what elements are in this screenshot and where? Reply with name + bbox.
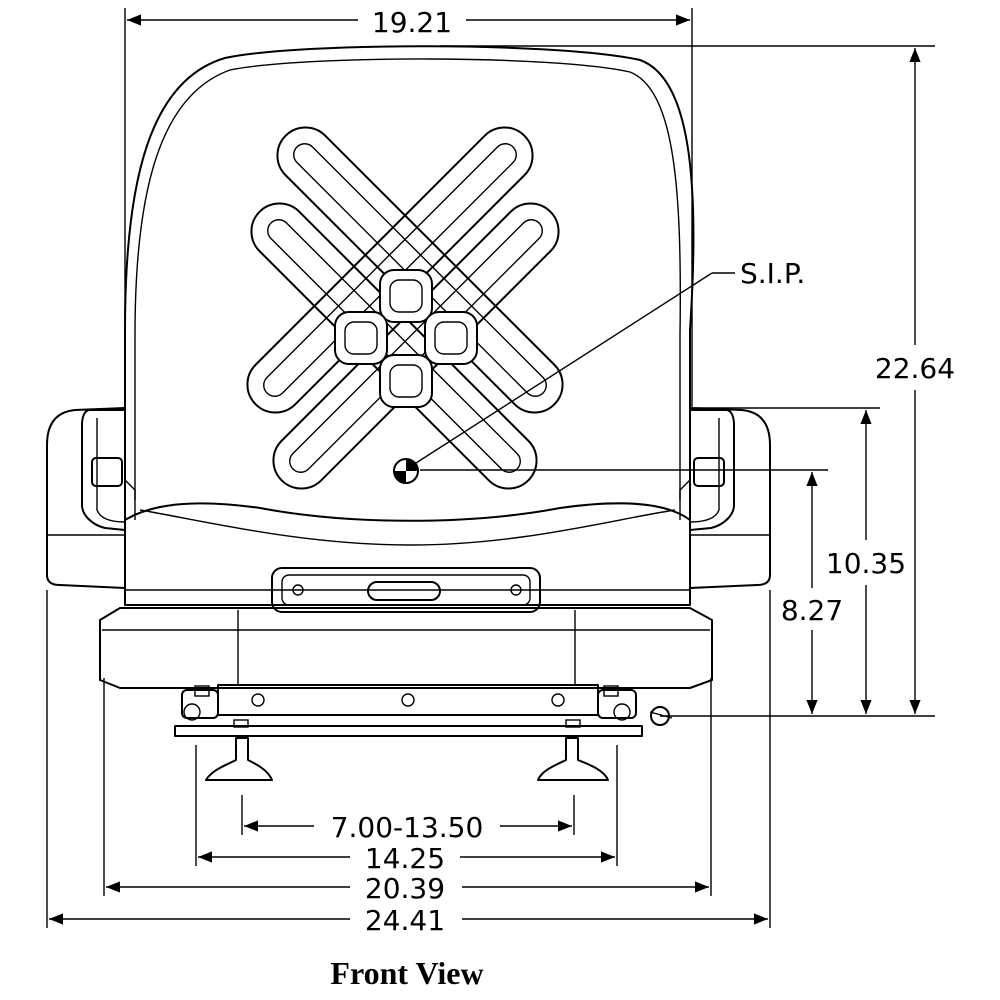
right-foot xyxy=(537,737,609,781)
backrest-pattern xyxy=(246,126,564,490)
seat-outline xyxy=(46,45,771,781)
left-bracket xyxy=(181,685,219,721)
mounting-plate xyxy=(174,725,643,737)
diagram-caption: Front View xyxy=(330,955,483,991)
dim-sip-upper: 10.35 xyxy=(690,407,906,714)
dim-sip-lower: 8.27 xyxy=(420,469,843,714)
dim-overall-height: 22.64 xyxy=(440,45,955,714)
dim-backrest-width-label: 19.21 xyxy=(372,6,452,39)
backrest xyxy=(124,45,695,521)
suspension-base xyxy=(99,607,713,689)
dim-slide-range-label: 7.00-13.50 xyxy=(331,811,484,844)
dim-overall-width: 24.41 xyxy=(46,590,771,937)
left-foot xyxy=(205,737,273,781)
dim-base-width: 20.39 xyxy=(103,678,712,905)
dim-slide-range: 7.00-13.50 xyxy=(241,795,575,844)
dim-base-width-label: 20.39 xyxy=(365,872,445,905)
slide-rail xyxy=(217,684,599,716)
dim-overall-width-label: 24.41 xyxy=(365,904,445,937)
adjust-handle xyxy=(271,567,541,613)
dim-backrest-width: 19.21 xyxy=(124,6,693,410)
backrest-inner xyxy=(134,58,681,520)
seat-cushion xyxy=(124,502,691,546)
dim-overall-height-label: 22.64 xyxy=(875,352,955,385)
sip-marker xyxy=(393,458,419,484)
left-armrest xyxy=(46,407,136,589)
dim-sip-lower-label: 8.27 xyxy=(781,594,843,627)
right-armrest xyxy=(679,407,771,589)
dimensions: 19.21 22.64 10.35 8.27 S xyxy=(46,6,955,937)
sip-label: S.I.P. xyxy=(740,257,805,290)
dim-mount-width-label: 14.25 xyxy=(365,842,445,875)
dim-mount-width: 14.25 xyxy=(195,745,618,875)
sip-callout: S.I.P. xyxy=(415,257,805,464)
dim-sip-upper-label: 10.35 xyxy=(826,547,906,580)
right-bracket xyxy=(597,685,673,726)
